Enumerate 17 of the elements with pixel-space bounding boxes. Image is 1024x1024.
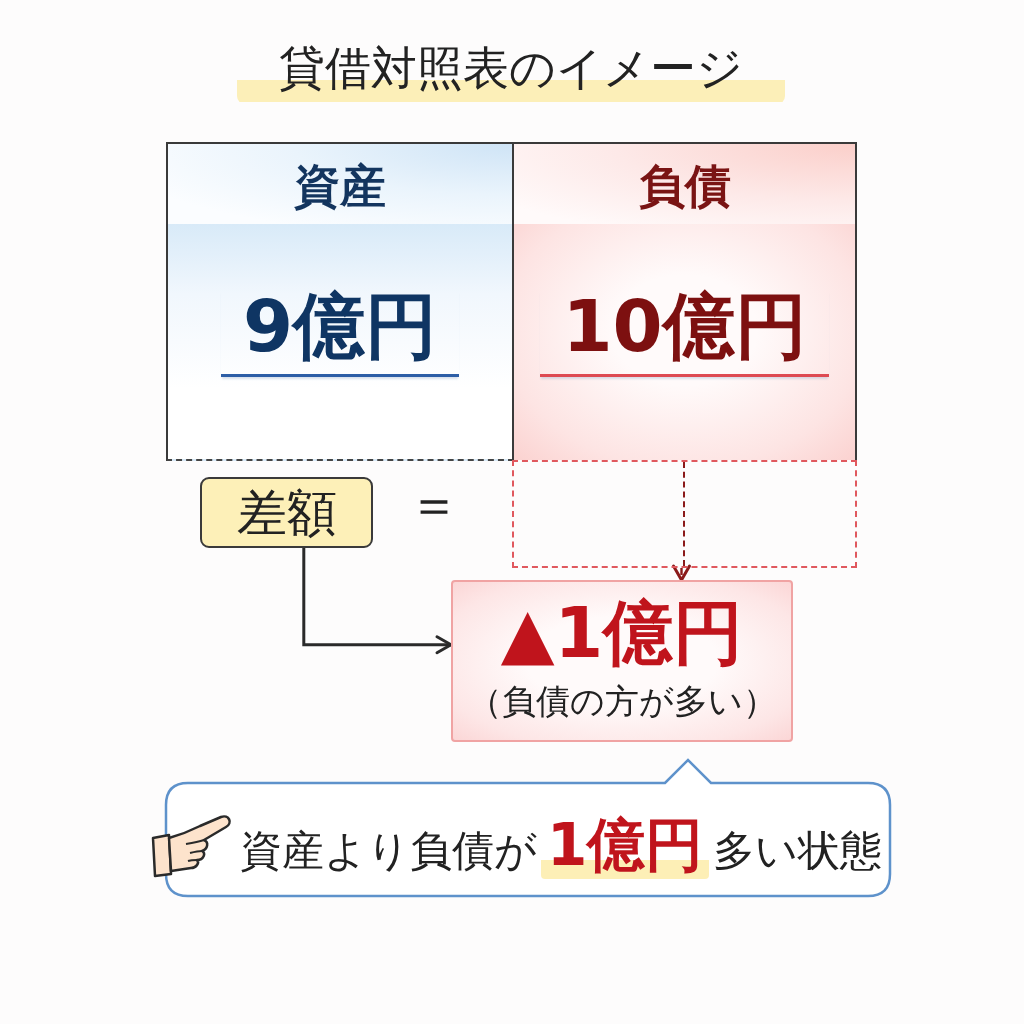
- table-header-cell: [512, 142, 857, 226]
- result-amount: ▲1億円: [500, 598, 744, 668]
- amount-text: 9億円: [220, 290, 460, 377]
- equals-sign: ＝: [408, 478, 460, 530]
- amount-text: 10億円: [540, 290, 829, 377]
- table-header-cell: [166, 142, 514, 226]
- dashed-arrow: [672, 564, 691, 582]
- table-body-cell: [512, 224, 857, 460]
- table-body-cell: [166, 224, 514, 461]
- column-heading: 負債: [638, 163, 731, 209]
- label-text: 差額: [236, 488, 337, 538]
- result-note: （負債の方が多い）: [467, 684, 777, 718]
- dashed-box: [512, 460, 857, 568]
- result-box: [451, 580, 793, 742]
- column-heading: 資産: [294, 163, 386, 209]
- label-box: [200, 477, 373, 548]
- arrow: [302, 548, 453, 655]
